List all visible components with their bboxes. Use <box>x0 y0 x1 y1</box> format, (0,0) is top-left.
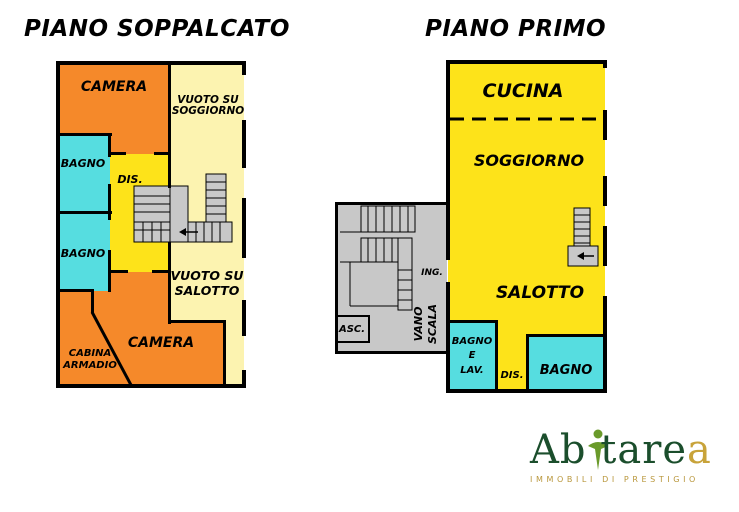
label-bagno-2: BAGNO <box>61 247 105 260</box>
logo-wordmark: Abıtarea <box>530 428 712 472</box>
label-dis-right: DIS. <box>500 370 523 381</box>
stair-left-treads <box>134 181 226 242</box>
label-vuoto-salotto-2: SALOTTO <box>175 283 240 298</box>
room-bagno-right <box>528 336 605 390</box>
label-salotto: SALOTTO <box>496 283 584 303</box>
label-vano: VANO <box>412 307 425 342</box>
label-soggiorno: SOGGIORNO <box>474 151 585 170</box>
elevator-asc <box>336 315 370 343</box>
label-bagno-right: BAGNO <box>540 363 593 378</box>
label-bagno-e-lav-2: E <box>469 350 476 361</box>
label-armadio: ARMADIO <box>62 360 117 371</box>
label-ing: ING. <box>421 268 443 278</box>
label-vuoto-soggiorno-1: VUOTO SU <box>177 94 239 106</box>
abitarea-logo: Abıtarea IMMOBILI DI PRESTIGIO <box>530 428 720 490</box>
logo-word-part-1: Ab <box>530 427 587 473</box>
stair-left-arrow-icon <box>179 228 198 236</box>
walls-left <box>56 61 246 388</box>
label-cucina: CUCINA <box>483 80 564 102</box>
label-bagno-1: BAGNO <box>61 157 105 170</box>
walls-right <box>335 60 607 393</box>
room-bagno-2 <box>58 213 110 291</box>
label-cabina: CABINA <box>69 348 112 359</box>
room-bagno-1 <box>58 135 110 213</box>
logo-tagline: IMMOBILI DI PRESTIGIO <box>530 475 699 484</box>
label-bagno-e-lav-1: BAGNO <box>452 336 493 347</box>
label-vuoto-soggiorno-2: SOGGIORNO <box>172 105 244 117</box>
label-bagno-e-lav-3: LAV. <box>460 365 483 376</box>
logo-figure-icon <box>588 429 608 470</box>
label-camera-bottom: CAMERA <box>128 335 194 351</box>
logo-word-part-4: a <box>687 427 712 473</box>
stair-core-detail <box>336 205 416 343</box>
title-piano-soppalcato: PIANO SOPPALCATO <box>24 16 290 42</box>
wall-diagonal <box>90 311 133 386</box>
plan-piano-primo: CUCINA SOGGIORNO SALOTTO ING. ASC. VANO … <box>335 60 607 393</box>
room-bagno-e-lav <box>448 322 496 390</box>
plan-piano-soppalcato: CAMERA VUOTO SU SOGGIORNO BAGNO DIS. BAG… <box>56 61 246 388</box>
room-cabina-armadio <box>58 291 130 384</box>
label-dis-left: DIS. <box>117 173 142 186</box>
label-vuoto-salotto-1: VUOTO SU <box>170 268 243 283</box>
room-camera-bottom <box>92 272 224 384</box>
stair-right-arrow-icon <box>577 252 594 260</box>
stair-left-landing <box>169 185 189 243</box>
label-asc: ASC. <box>338 324 365 335</box>
title-piano-primo: PIANO PRIMO <box>425 16 607 42</box>
label-scala: SCALA <box>426 304 439 344</box>
logo-word-part-3: tare <box>600 427 688 473</box>
label-camera-top: CAMERA <box>81 79 147 95</box>
